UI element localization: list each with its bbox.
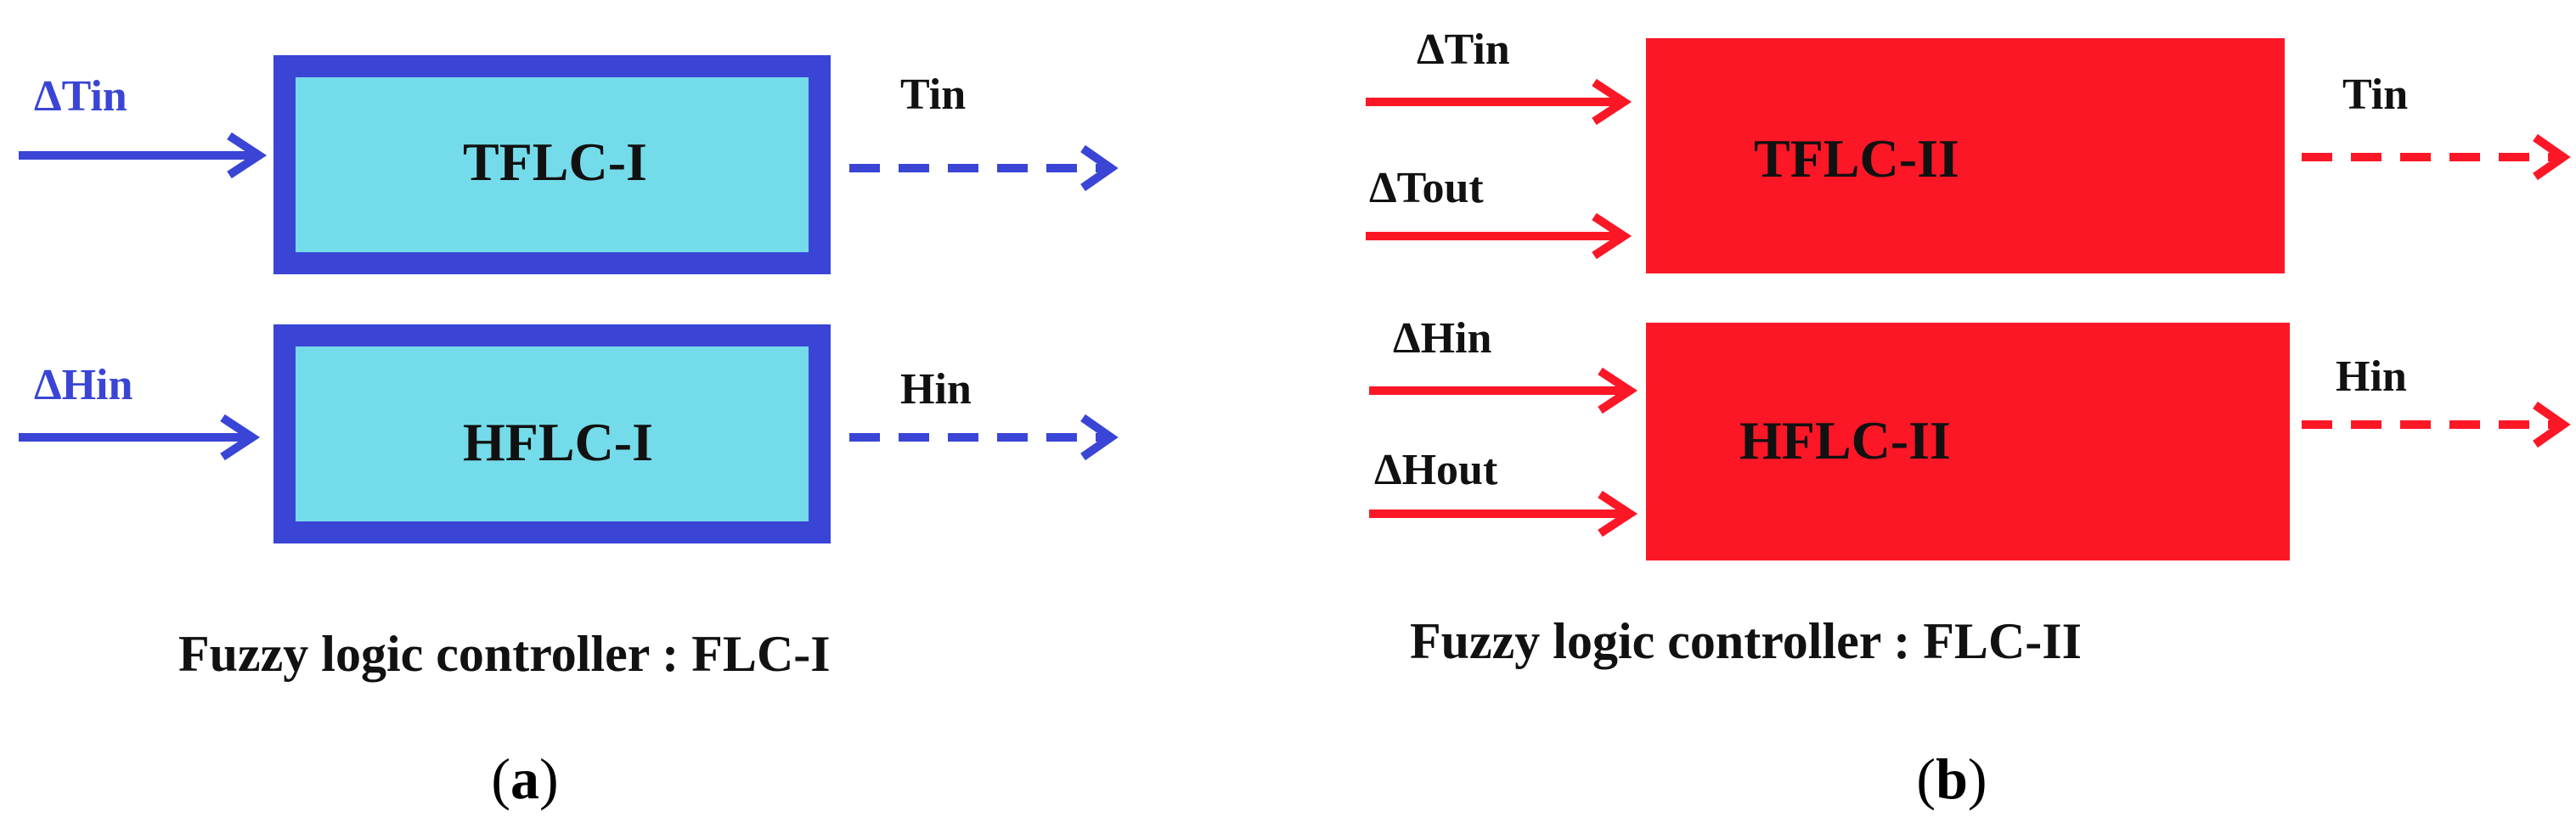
delta-tin-input-2-arrowhead xyxy=(1592,78,1632,126)
panel-label-b-open: ( xyxy=(1916,746,1936,811)
hflc-i-block xyxy=(273,324,831,543)
panel-label-b-letter: b xyxy=(1936,746,1968,811)
delta-hin-input-arrowhead xyxy=(220,414,261,461)
delta-tout-input-label: ΔTout xyxy=(1369,164,1484,212)
hin-output-2-arrowhead xyxy=(2533,401,2571,448)
panel-label-a-letter: a xyxy=(510,746,539,811)
tin-output-label: Tin xyxy=(900,70,966,119)
hflc-ii-block xyxy=(1646,323,2290,560)
panel-label-a-close: ) xyxy=(539,746,559,811)
hin-output-label: Hin xyxy=(900,365,972,414)
panel-label-b-close: ) xyxy=(1968,746,1987,811)
delta-hin-input-2-label: ΔHin xyxy=(1393,314,1491,363)
tflc-i-block xyxy=(273,55,831,274)
delta-tin-input-label: ΔTin xyxy=(34,72,127,121)
panel-a: TFLC-I ΔTin Tin HFLC-I ΔHin Hin Fuzzy lo… xyxy=(19,55,1119,811)
delta-hin-input-label: ΔHin xyxy=(34,361,132,409)
tflc-ii-block xyxy=(1646,38,2285,273)
delta-tin-input-arrowhead xyxy=(227,132,268,179)
tin-output-2-label: Tin xyxy=(2342,70,2408,119)
hin-output-arrowhead xyxy=(1080,414,1119,461)
hin-output-2-label: Hin xyxy=(2336,352,2407,401)
panel-label-a-open: ( xyxy=(491,746,510,811)
tin-output-2-arrowhead xyxy=(2533,133,2571,181)
tflc-ii-label: TFLC-II xyxy=(1754,128,1959,189)
delta-tin-input-2-label: ΔTin xyxy=(1417,25,1510,74)
delta-hout-input-label: ΔHout xyxy=(1374,446,1498,494)
caption-flc-i: Fuzzy logic controller : FLC-I xyxy=(178,626,831,682)
panel-label-a: (a) xyxy=(491,746,558,811)
delta-hout-input-arrowhead xyxy=(1598,490,1638,538)
panel-b: TFLC-II ΔTin ΔTout Tin HFLC-II ΔHin ΔHou… xyxy=(1366,25,2571,811)
delta-tout-input-arrowhead xyxy=(1592,212,1632,260)
caption-flc-ii: Fuzzy logic controller : FLC-II xyxy=(1410,613,2082,669)
tflc-i-label: TFLC-I xyxy=(463,132,647,192)
hflc-i-label: HFLC-I xyxy=(463,412,653,472)
panel-label-b: (b) xyxy=(1916,746,1987,811)
delta-hin-input-2-arrowhead xyxy=(1598,367,1638,414)
tin-output-arrowhead xyxy=(1080,144,1119,192)
hflc-ii-label: HFLC-II xyxy=(1739,410,1951,470)
